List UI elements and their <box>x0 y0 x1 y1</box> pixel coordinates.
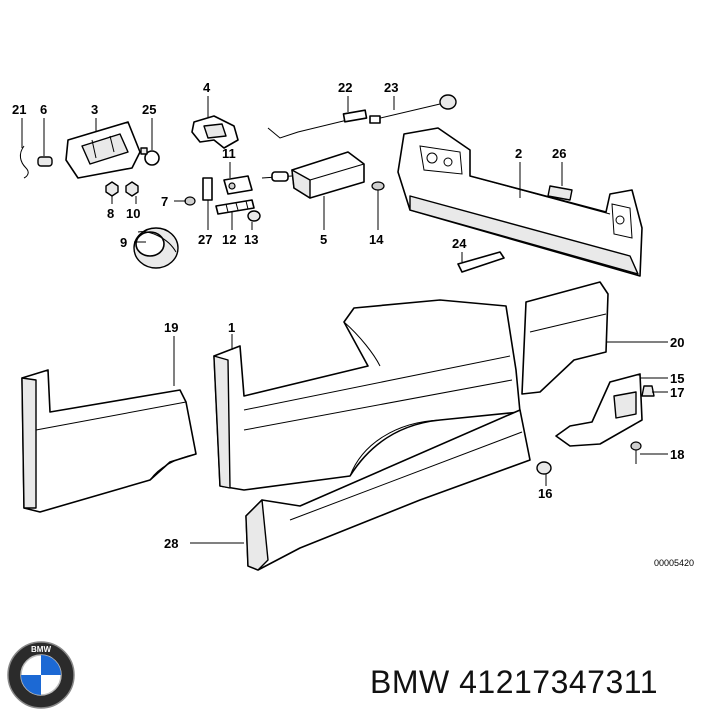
callout-7: 7 <box>161 194 168 209</box>
callout-12: 12 <box>222 232 236 247</box>
callout-16: 16 <box>538 486 552 501</box>
callout-labels: 21 6 3 25 4 22 23 11 2 26 7 8 10 9 27 12… <box>12 80 684 551</box>
part-10-nut <box>125 181 139 197</box>
part-7-screw <box>184 196 196 206</box>
bmw-logo-icon: BMW <box>7 641 75 709</box>
part-26-pad <box>547 185 573 201</box>
callout-26: 26 <box>552 146 566 161</box>
part-11-connector <box>223 175 253 195</box>
part-24-clip <box>457 251 505 273</box>
callout-6: 6 <box>40 102 47 117</box>
part-6-plug <box>37 156 53 167</box>
part-8-nut <box>105 181 119 197</box>
callout-4: 4 <box>203 80 211 95</box>
part-2-rear-panel <box>397 127 643 277</box>
callout-24: 24 <box>452 236 467 251</box>
part-19-side-panel <box>21 369 197 513</box>
callout-21: 21 <box>12 102 26 117</box>
callout-17: 17 <box>670 385 684 400</box>
callout-5: 5 <box>320 232 327 247</box>
callout-3: 3 <box>91 102 98 117</box>
callout-22: 22 <box>338 80 352 95</box>
part-5-actuator <box>261 151 365 199</box>
callout-2: 2 <box>515 146 522 161</box>
part-25-bulb <box>140 147 160 166</box>
part-4-bracket <box>191 115 239 149</box>
callout-8: 8 <box>107 206 114 221</box>
part-20-panel <box>521 281 609 395</box>
callout-1: 1 <box>228 320 235 335</box>
part-12-rod <box>215 199 255 215</box>
part-9-grommet <box>133 227 179 269</box>
part-22-rod <box>267 109 368 139</box>
callout-25: 25 <box>142 102 156 117</box>
leader-lines <box>21 96 668 544</box>
part-15-bracket <box>555 373 643 447</box>
callout-11: 11 <box>222 146 236 161</box>
part-1-quarter-panel <box>213 299 521 491</box>
callout-15: 15 <box>670 371 684 386</box>
callout-14: 14 <box>369 232 384 247</box>
part-23-cable <box>369 94 457 124</box>
callout-19: 19 <box>164 320 178 335</box>
callout-28: 28 <box>164 536 178 551</box>
part-27-strip <box>202 177 213 201</box>
part-21-clip <box>19 145 29 179</box>
callout-20: 20 <box>670 335 684 350</box>
part-14-screw <box>371 181 385 200</box>
part-28-liner <box>245 409 531 571</box>
callout-9: 9 <box>120 235 127 250</box>
callout-10: 10 <box>126 206 140 221</box>
callout-23: 23 <box>384 80 398 95</box>
part-16-nut <box>536 461 552 475</box>
part-13-nut <box>247 210 261 222</box>
part-3-housing <box>65 121 141 179</box>
callout-27: 27 <box>198 232 212 247</box>
callout-13: 13 <box>244 232 258 247</box>
bmw-logo-text: BMW <box>31 645 51 654</box>
part-17-clip <box>641 385 655 397</box>
diagram-reference-code: 00005420 <box>654 558 695 568</box>
part-number-title: BMW 41217347311 <box>370 664 658 700</box>
callout-18: 18 <box>670 447 684 462</box>
part-18-bolt <box>630 441 642 464</box>
